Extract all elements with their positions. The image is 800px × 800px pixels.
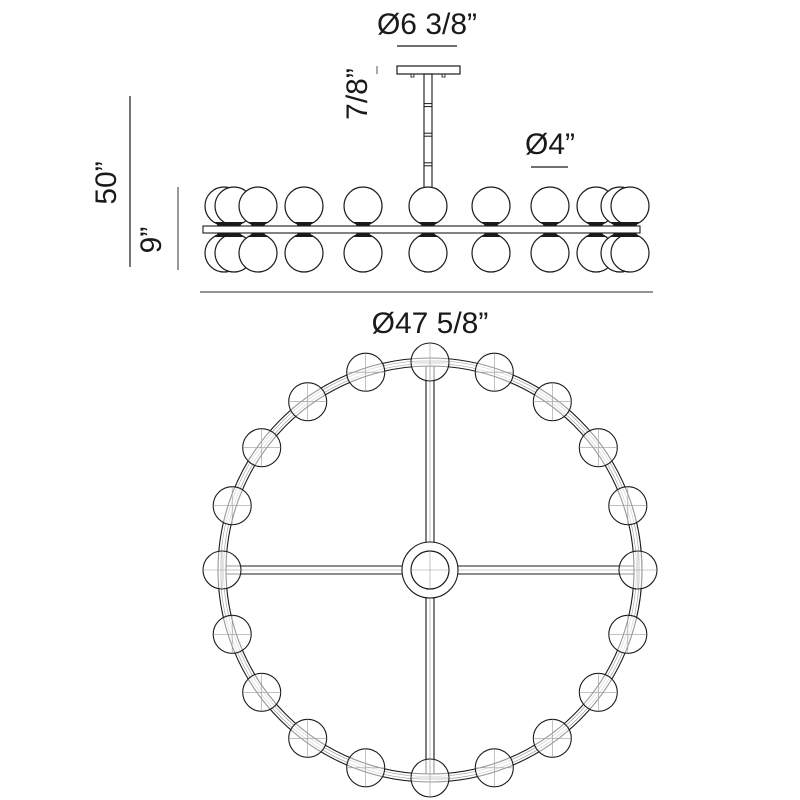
canopy-diameter-label: Ø6 3/8” xyxy=(377,8,477,41)
socket-top xyxy=(621,222,639,226)
canopy-screw xyxy=(410,73,415,78)
socket-bottom xyxy=(482,233,500,237)
socket-top xyxy=(482,222,500,226)
socket-bottom xyxy=(419,233,437,237)
canopy-screw xyxy=(441,73,446,78)
globe-upper xyxy=(284,186,324,226)
socket-top xyxy=(225,222,243,226)
elevation-globes xyxy=(204,186,650,273)
hub-outer xyxy=(401,541,459,599)
globe-upper xyxy=(343,186,383,226)
socket-bottom xyxy=(587,233,605,237)
socket-top xyxy=(249,222,267,226)
socket-top xyxy=(587,222,605,226)
globe-lower xyxy=(284,233,324,273)
overall-height-label: 50” xyxy=(90,161,123,204)
globe-upper xyxy=(471,186,511,226)
globe-lower xyxy=(530,233,570,273)
globe-upper xyxy=(238,186,278,226)
globe-lower xyxy=(238,233,278,273)
globe-upper xyxy=(530,186,570,226)
globe-lower xyxy=(343,233,383,273)
socket-bottom xyxy=(354,233,372,237)
globe-upper xyxy=(610,186,650,226)
socket-top xyxy=(295,222,313,226)
canopy-plate xyxy=(396,65,461,75)
socket-top xyxy=(419,222,437,226)
socket-bottom xyxy=(295,233,313,237)
socket-bottom xyxy=(621,233,639,237)
bar-body xyxy=(202,225,641,234)
canopy-height-label: 7/8” xyxy=(341,68,374,120)
socket-bottom xyxy=(249,233,267,237)
overall-diameter-label: Ø47 5/8” xyxy=(372,307,489,340)
center-hub xyxy=(401,541,459,599)
globe-lower xyxy=(408,233,448,273)
elevation-view: Ø6 3/8” 7/8” 50” 9” Ø4” xyxy=(90,8,653,293)
globe-diameter-label: Ø4” xyxy=(525,128,575,161)
socket-bottom xyxy=(541,233,559,237)
cross-arms xyxy=(226,366,634,774)
globe-lower xyxy=(471,233,511,273)
plan-view: Ø47 5/8” xyxy=(202,307,658,798)
globe-lower xyxy=(610,233,650,273)
canopy xyxy=(396,65,461,78)
ring-globes xyxy=(202,342,658,798)
globe-upper xyxy=(408,186,448,226)
body-height-label: 9” xyxy=(135,227,168,254)
socket-bottom xyxy=(225,233,243,237)
horizontal-bar xyxy=(202,222,641,237)
socket-top xyxy=(541,222,559,226)
socket-top xyxy=(354,222,372,226)
